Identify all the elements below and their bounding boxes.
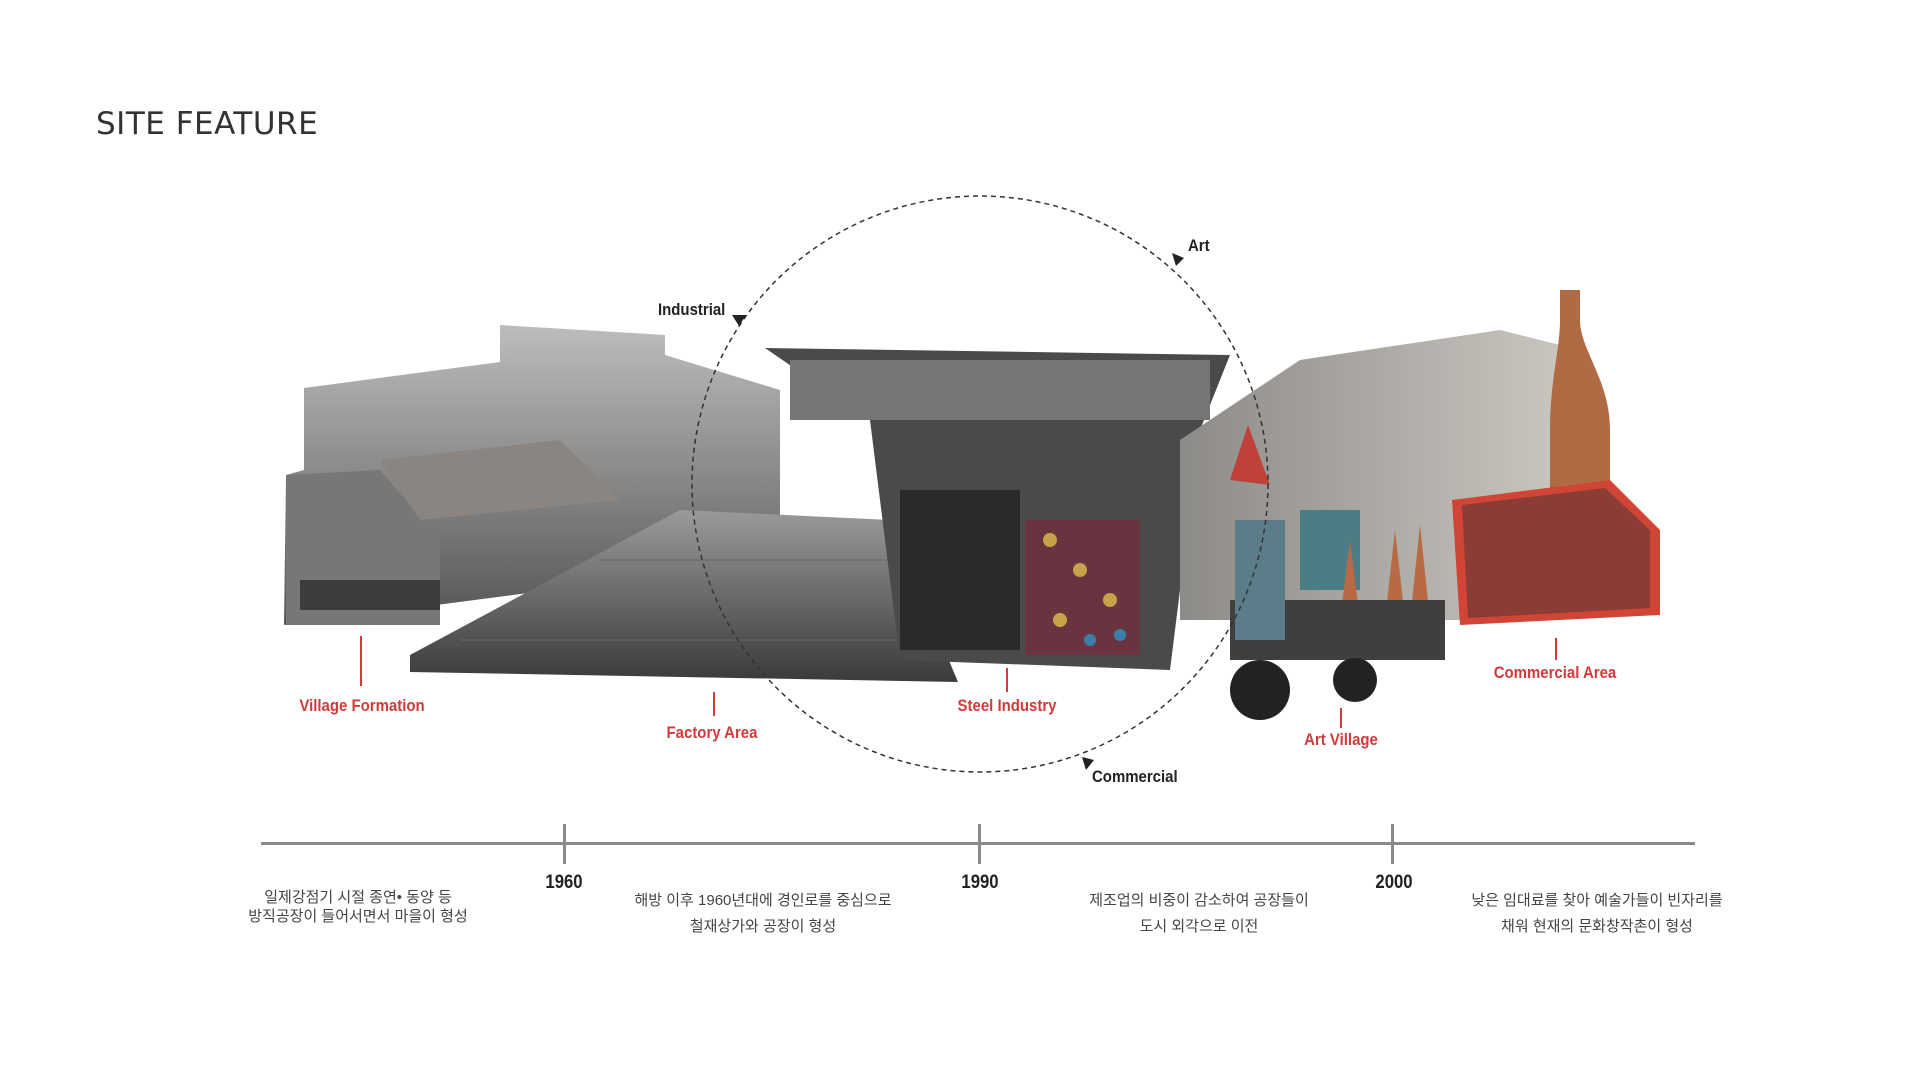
description-line: 제조업의 비중이 감소하여 공장들이 — [1089, 892, 1309, 909]
timeline-description: 일제강점기 시절 종연• 동양 등 방직공장이 들어서면서 마을이 형성 — [248, 888, 468, 926]
description-line: 낮은 임대료를 찾아 예술가들이 빈자리를 — [1471, 892, 1723, 909]
timeline-tick — [978, 824, 981, 864]
timeline-description: 제조업의 비중이 감소하여 공장들이 도시 외각으로 이전 — [1089, 888, 1309, 940]
feature-label-steel-industry: Steel Industry — [957, 696, 1057, 715]
commercial-area-photo — [1452, 290, 1660, 625]
description-line: 철재상가와 공장이 형성 — [689, 918, 837, 935]
label-stem — [1555, 638, 1557, 660]
label-stem — [360, 636, 362, 686]
label-stem — [1340, 708, 1342, 728]
cycle-label-commercial: Commercial — [1092, 767, 1178, 786]
year-2000: 2000 — [1375, 872, 1413, 893]
description-line: 방직공장이 들어서면서 마을이 형성 — [248, 908, 468, 925]
timeline-description: 낮은 임대료를 찾아 예술가들이 빈자리를 채워 현재의 문화창작촌이 형성 — [1471, 888, 1722, 940]
label-stem — [1006, 668, 1008, 692]
description-line: 도시 외각으로 이전 — [1139, 918, 1259, 935]
timeline-tick — [1391, 824, 1394, 864]
label-stem — [713, 692, 715, 716]
feature-label-art-village: Art Village — [1304, 730, 1378, 749]
description-line: 채워 현재의 문화창작촌이 형성 — [1501, 918, 1693, 935]
description-line: 해방 이후 1960년대에 경인로를 중심으로 — [634, 892, 892, 909]
timeline-description: 해방 이후 1960년대에 경인로를 중심으로 철재상가와 공장이 형성 — [634, 888, 891, 940]
year-1960: 1960 — [545, 872, 583, 893]
description-line: 일제강점기 시절 종연• 동양 등 — [264, 889, 452, 906]
year-1990: 1990 — [961, 872, 999, 893]
feature-label-commercial-area: Commercial Area — [1493, 663, 1617, 682]
feature-label-factory-area: Factory Area — [666, 723, 758, 742]
cycle-label-art: Art — [1188, 236, 1210, 255]
cycle-label-industrial: Industrial — [658, 300, 726, 319]
feature-label-village-formation: Village Formation — [299, 696, 425, 715]
page-title: SITE FEATURE — [96, 106, 319, 142]
timeline-tick — [563, 824, 566, 864]
